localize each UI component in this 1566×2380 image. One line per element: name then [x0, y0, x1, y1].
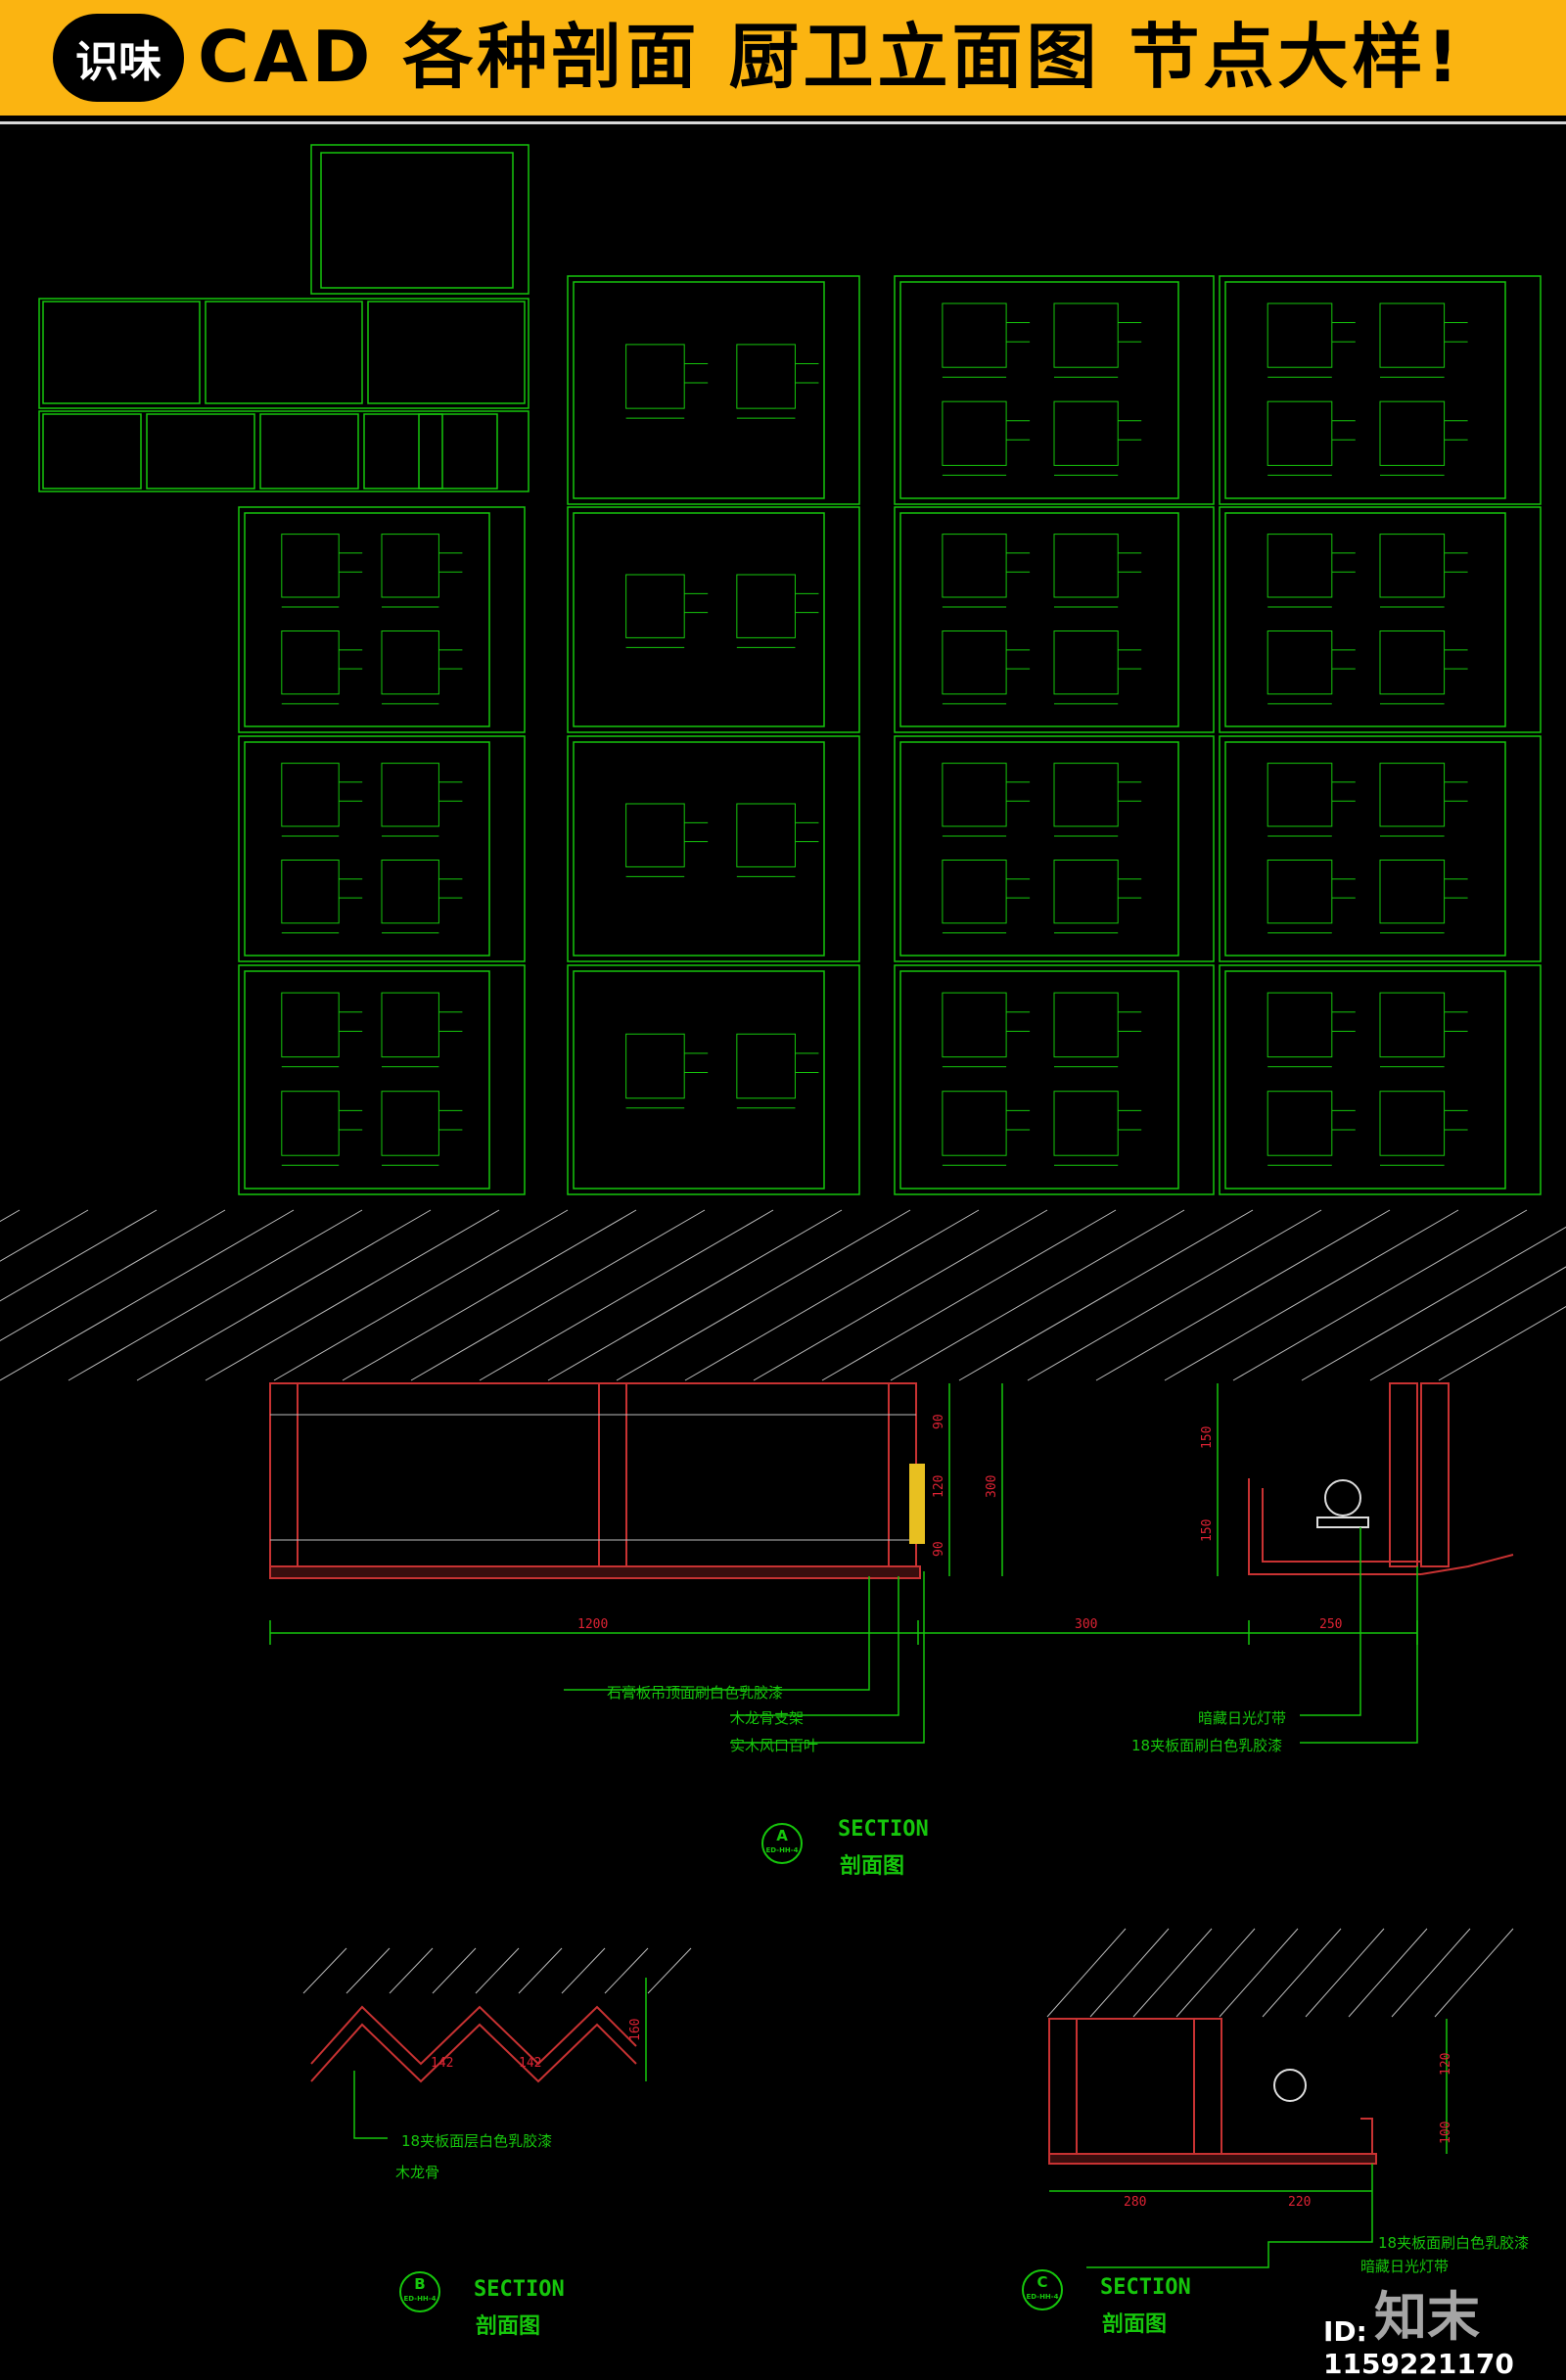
- watermark-id: ID: 1159221170: [1323, 2315, 1514, 2380]
- section-a-subtitle: 剖面图: [840, 1854, 905, 1879]
- section-b-subtitle: 剖面图: [476, 2314, 541, 2339]
- section-b-title: SECTION: [474, 2277, 565, 2302]
- dim-160: 160: [628, 2018, 643, 2041]
- section-a-label-1: 石膏板吊顶面刷白色乳胶漆: [607, 1684, 784, 1702]
- divider: [0, 121, 1566, 124]
- section-a-frame: [269, 1382, 1514, 1579]
- dim-90-bottom: 90: [932, 1541, 946, 1557]
- section-a-dimensions: [269, 1383, 1418, 1744]
- dim-150-top: 150: [1200, 1425, 1215, 1449]
- dim-1200: 1200: [577, 1617, 609, 1632]
- watermark-logo: 知末: [1374, 2286, 1480, 2348]
- dim-150-bottom: 150: [1200, 1518, 1215, 1542]
- dim-120: 120: [932, 1474, 946, 1498]
- sheet-contents: [281, 303, 1468, 1166]
- dim-120-c: 120: [1439, 2052, 1453, 2076]
- sheet-thumbnails: [38, 144, 1542, 1195]
- header-banner: 识味 CAD 各种剖面 厨卫立面图 节点大样!: [0, 0, 1566, 116]
- hatch-lines: [0, 1209, 1566, 2018]
- section-a-label-2: 木龙骨支架: [730, 1709, 805, 1727]
- section-c-label-2: 暗藏日光灯带: [1360, 2258, 1450, 2275]
- section-c: [1048, 2018, 1448, 2268]
- section-a-label-5: 18夹板面刷白色乳胶漆: [1131, 1737, 1283, 1754]
- brand-badge: 识味: [53, 14, 184, 102]
- dim-142-left: 142: [431, 2056, 454, 2071]
- section-a-label-4: 暗藏日光灯带: [1198, 1709, 1287, 1727]
- page-title: CAD 各种剖面 厨卫立面图 节点大样!: [198, 16, 1463, 98]
- dim-220: 220: [1288, 2195, 1312, 2210]
- section-b-label-2: 木龙骨: [395, 2164, 440, 2181]
- dim-90-top: 90: [932, 1414, 946, 1429]
- section-c-title: SECTION: [1100, 2275, 1191, 2300]
- dim-280: 280: [1124, 2195, 1147, 2210]
- dim-100-c: 100: [1439, 2121, 1453, 2144]
- section-a-title: SECTION: [838, 1817, 929, 1842]
- dim-250: 250: [1319, 1617, 1343, 1632]
- section-c-label-1: 18夹板面刷白色乳胶漆: [1378, 2234, 1530, 2252]
- section-b-label-1: 18夹板面层白色乳胶漆: [401, 2132, 553, 2150]
- cad-drawing: [0, 144, 1566, 2268]
- section-b: [310, 1978, 647, 2139]
- dim-300-vertical: 300: [985, 1474, 999, 1498]
- dim-142-right: 142: [519, 2056, 542, 2071]
- sheet-grid: [238, 275, 1542, 1195]
- dim-300: 300: [1075, 1617, 1098, 1632]
- section-c-subtitle: 剖面图: [1102, 2312, 1168, 2337]
- section-a-label-3: 实木风口百叶: [730, 1737, 819, 1754]
